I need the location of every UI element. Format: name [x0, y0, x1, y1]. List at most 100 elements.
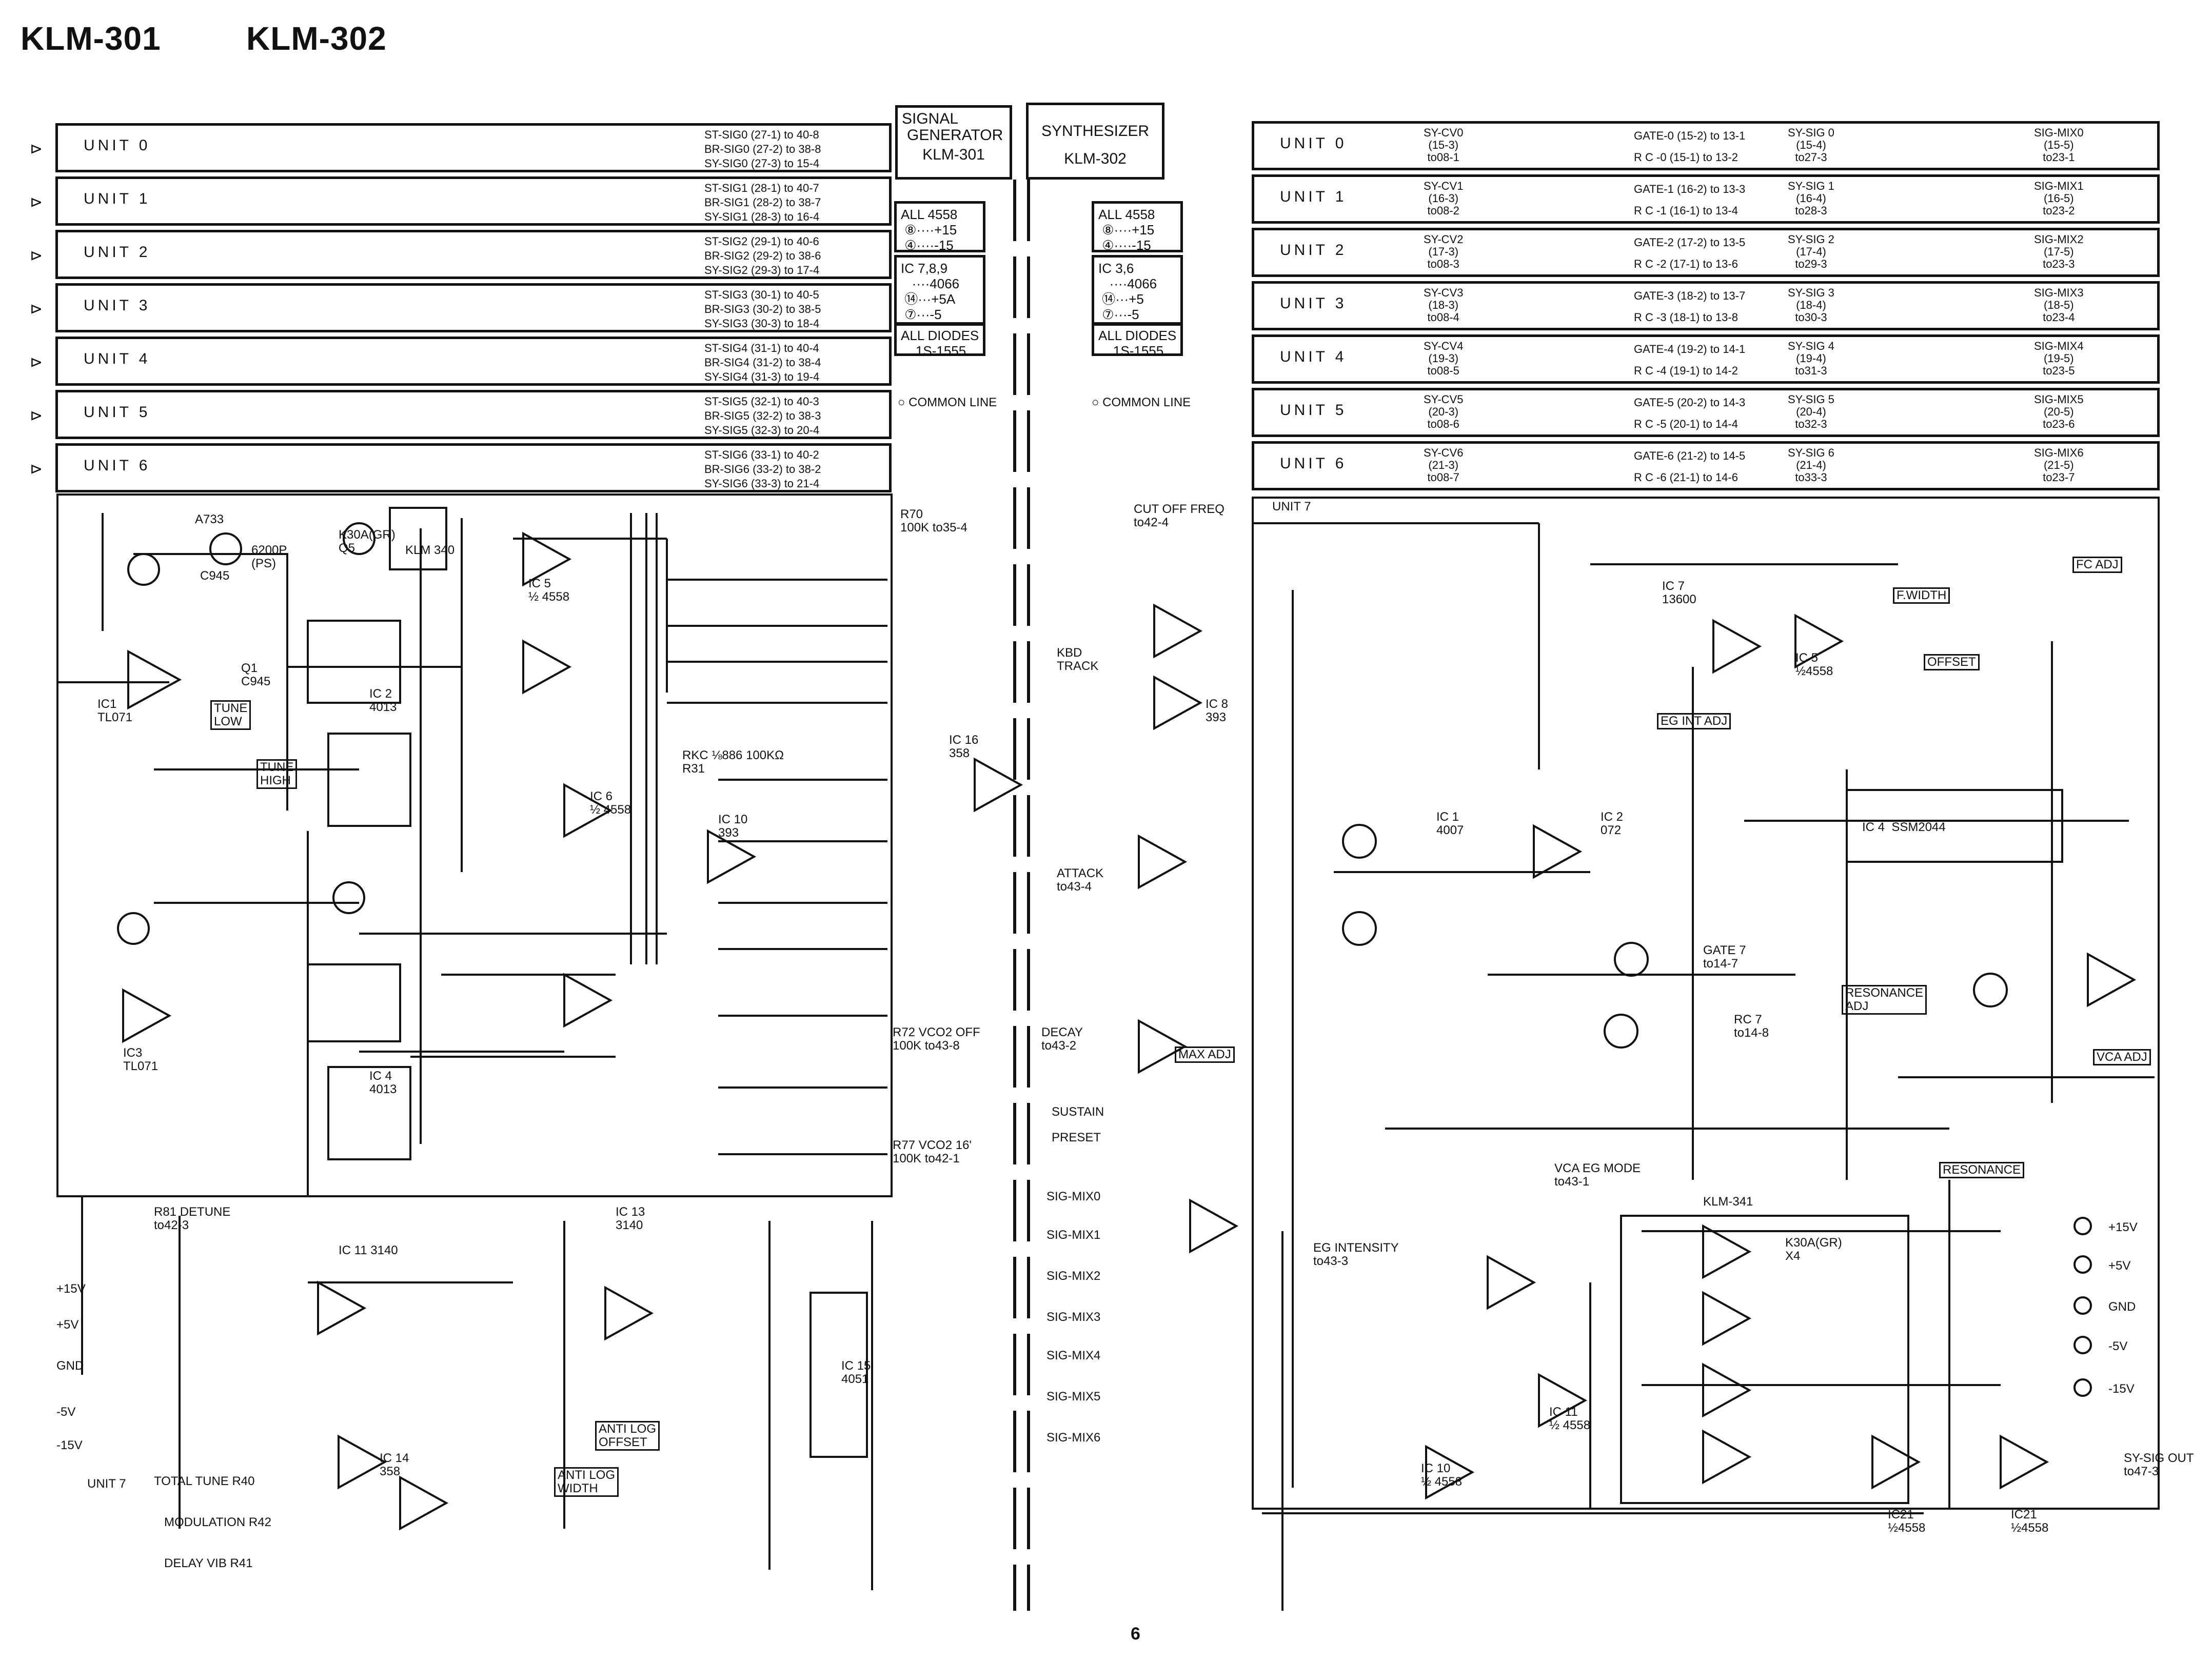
component-label: MODULATION R42 — [164, 1515, 271, 1529]
unit-signal-line: SY-SIG3 (30-3) to 18-4 — [704, 317, 820, 330]
unit-label: UNIT 5 — [84, 404, 151, 421]
component-label: KBD TRACK — [1057, 646, 1099, 673]
ic-block — [327, 1066, 411, 1160]
input-terminal-icon: ⊳ — [30, 461, 43, 478]
component-label: EG INTENSITY to43-3 — [1313, 1241, 1399, 1268]
unit-sig-label: SY-SIG 0 (15-4) to27-3 — [1788, 126, 1834, 164]
component-label: IC 15 4051 — [841, 1359, 871, 1386]
input-terminal-icon: ⊳ — [30, 301, 43, 318]
component-label: KLM-341 — [1703, 1195, 1753, 1209]
component-label: Q1 C945 — [241, 661, 271, 688]
signal-generator-line1: SIGNAL — [902, 110, 959, 127]
component-label: CUT OFF FREQ to42-4 — [1134, 502, 1224, 529]
unit-signal-line: BR-SIG0 (27-2) to 38-8 — [704, 143, 821, 155]
component-label: SIG-MIX3 — [1046, 1310, 1101, 1324]
ic-block — [1846, 789, 2063, 863]
component-label: +15V — [56, 1282, 86, 1296]
unit-signal-line: ST-SIG3 (30-1) to 40-5 — [704, 288, 819, 301]
op-amp-symbol — [1138, 603, 2137, 1500]
component-label: IC 1 4007 — [1436, 810, 1464, 837]
component-label: R70 100K to35-4 — [900, 507, 967, 535]
unit-signal-line: SY-SIG6 (33-3) to 21-4 — [704, 477, 820, 490]
unit-rc-line: R C -2 (17-1) to 13-6 — [1634, 258, 1738, 270]
common-line-text-right: COMMON LINE — [1102, 396, 1191, 409]
component-label: SY-SIG OUT to47-3 — [2124, 1451, 2194, 1478]
unit-cv-label: SY-CV0 (15-3) to08-1 — [1424, 126, 1464, 164]
component-label: IC 5 ½4558 — [1795, 651, 1833, 678]
component-label: ANTI LOG OFFSET — [595, 1421, 660, 1451]
unit-label: UNIT 3 — [1280, 295, 1347, 312]
unit-gate-line: GATE-2 (17-2) to 13-5 — [1634, 236, 1746, 249]
component-label: KLM 340 — [405, 543, 455, 557]
component-label: DELAY VIB R41 — [164, 1556, 253, 1570]
component-label: SIG-MIX6 — [1046, 1431, 1101, 1445]
unit-label: UNIT 6 — [1280, 455, 1347, 472]
unit-sig-label: SY-SIG 5 (20-4) to32-3 — [1788, 393, 1834, 430]
component-label: A733 — [195, 512, 224, 526]
connector-terminal — [2073, 1255, 2092, 1274]
component-label: SUSTAIN — [1052, 1105, 1104, 1119]
unit-rc-line: R C -4 (19-1) to 14-2 — [1634, 364, 1738, 377]
unit-mix-label: SIG-MIX2 (17-5) to23-3 — [2034, 233, 2084, 270]
component-label: +15V — [2108, 1220, 2138, 1234]
unit-label: UNIT 4 — [84, 350, 151, 367]
synthesizer-unit7-schematic — [1252, 497, 2160, 1510]
unit-sig-label: SY-SIG 3 (18-4) to30-3 — [1788, 286, 1834, 324]
component-label: -5V — [2108, 1339, 2128, 1353]
component-label: IC 4 4013 — [369, 1069, 397, 1096]
component-label: SIG-MIX0 — [1046, 1190, 1101, 1203]
unit-rc-line: R C -6 (21-1) to 14-6 — [1634, 471, 1738, 484]
unit-signal-line: BR-SIG6 (33-2) to 38-2 — [704, 463, 821, 476]
component-label: EG INT ADJ — [1657, 713, 1731, 729]
component-label: R72 VCO2 OFF 100K to43-8 — [893, 1025, 980, 1053]
component-label: F.WIDTH — [1893, 587, 1950, 604]
signal-generator-model: KLM-301 — [922, 146, 985, 163]
component-label: IC 4 SSM2044 — [1862, 820, 1946, 834]
component-label: IC 2 4013 — [369, 687, 397, 714]
unit-label: UNIT 6 — [84, 457, 151, 474]
unit-signal-line: ST-SIG5 (32-1) to 40-3 — [704, 395, 819, 408]
component-label: GND — [56, 1359, 84, 1373]
component-label: R77 VCO2 16' 100K to42-1 — [893, 1138, 972, 1165]
component-label: C945 — [200, 569, 230, 583]
synthesizer-box: SYNTHESIZER KLM-302 — [1026, 103, 1164, 180]
component-label: ATTACK to43-4 — [1057, 866, 1104, 894]
component-label: RESONANCE ADJ — [1842, 985, 1927, 1015]
synthesizer-line1: SYNTHESIZER — [1041, 123, 1150, 140]
component-label: +5V — [56, 1318, 79, 1332]
component-label: ANTI LOG WIDTH — [554, 1467, 619, 1497]
input-terminal-icon: ⊳ — [30, 354, 43, 371]
page-number: 6 — [1131, 1624, 1140, 1644]
component-label: IC21 ½4558 — [1888, 1508, 1926, 1535]
legend-diodes-right: ALL DIODES 1S-1555 — [1092, 322, 1183, 359]
connector-terminal — [2073, 1296, 2092, 1315]
input-terminal-icon: ⊳ — [30, 407, 43, 424]
component-label: -5V — [56, 1405, 76, 1419]
unit-signal-line: BR-SIG4 (31-2) to 38-4 — [704, 356, 821, 369]
input-terminal-icon: ⊳ — [30, 141, 43, 157]
component-label: IC 6 ½ 4558 — [590, 789, 631, 817]
unit-label: UNIT 2 — [1280, 242, 1347, 259]
unit-gate-line: GATE-5 (20-2) to 14-3 — [1634, 396, 1746, 409]
unit-signal-line: BR-SIG3 (30-2) to 38-5 — [704, 303, 821, 315]
unit-label: UNIT 2 — [84, 244, 151, 261]
unit-signal-line: BR-SIG2 (29-2) to 38-6 — [704, 249, 821, 262]
component-label: IC 2 072 — [1601, 810, 1624, 837]
unit-label: UNIT 5 — [1280, 402, 1347, 419]
legend-ic789: IC 7,8,9 ····4066 ⑭···+5A ⑦···-5 — [894, 255, 985, 326]
unit-label: UNIT 1 — [84, 190, 151, 207]
transistor-symbol — [1614, 942, 1649, 977]
component-label: IC 8 393 — [1206, 697, 1229, 724]
common-line-label: ○ COMMON LINE — [898, 396, 997, 409]
legend-4558-power: ALL 4558 ⑧····+15 ④····-15 — [894, 201, 985, 253]
unit-gate-line: GATE-4 (19-2) to 14-1 — [1634, 343, 1746, 355]
unit-sig-label: SY-SIG 1 (16-4) to28-3 — [1788, 180, 1834, 217]
unit-mix-label: SIG-MIX4 (19-5) to23-5 — [2034, 340, 2084, 377]
unit-signal-line: SY-SIG0 (27-3) to 15-4 — [704, 157, 820, 170]
